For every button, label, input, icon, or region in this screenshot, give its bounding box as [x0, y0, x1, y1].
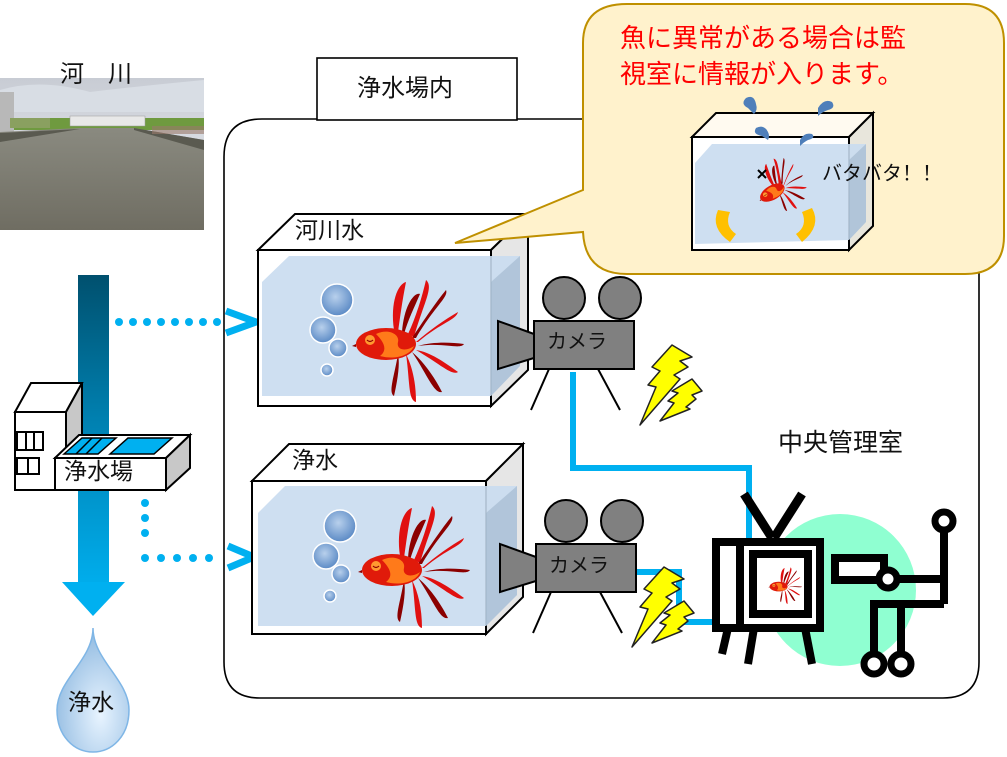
- camera-label: カメラ: [549, 553, 609, 577]
- water-drop-icon: [56, 627, 130, 753]
- facility-title: 浄水場内: [357, 74, 453, 102]
- signal-lightning-icon: [639, 344, 703, 426]
- callout-message-line2: 視室に情報が入ります。: [620, 60, 904, 90]
- output-water-label: 浄水: [68, 690, 114, 716]
- connector-arrow-icon: [224, 307, 267, 337]
- callout-message-line1: 魚に異常がある場合は監: [620, 24, 907, 54]
- cable-upper-camera: [570, 372, 752, 562]
- plant-building-icon: [13, 382, 193, 493]
- camera-label: カメラ: [547, 329, 607, 353]
- river-title: 河 川: [60, 60, 132, 88]
- clean-water-connector: [141, 499, 213, 562]
- monitor-system-icon: [712, 491, 957, 678]
- river-water-tank: [255, 211, 531, 409]
- facility-title-box: [316, 57, 518, 121]
- river-water-connector: [115, 318, 221, 326]
- callout-effect-text: バタバタ！！: [822, 161, 942, 185]
- river-photo: [0, 78, 204, 230]
- river-tank-label: 河川水: [295, 218, 364, 244]
- clean-tank-label: 浄水: [292, 448, 338, 474]
- alert-callout: [454, 3, 1005, 275]
- plant-label: 浄水場: [64, 459, 133, 485]
- control-room-label: 中央管理室: [778, 428, 904, 457]
- flow-arrow-head: [62, 582, 125, 616]
- cable-lower-camera: [630, 569, 720, 625]
- signal-lightning-icon: [631, 566, 695, 648]
- connector-arrow-icon: [226, 542, 263, 572]
